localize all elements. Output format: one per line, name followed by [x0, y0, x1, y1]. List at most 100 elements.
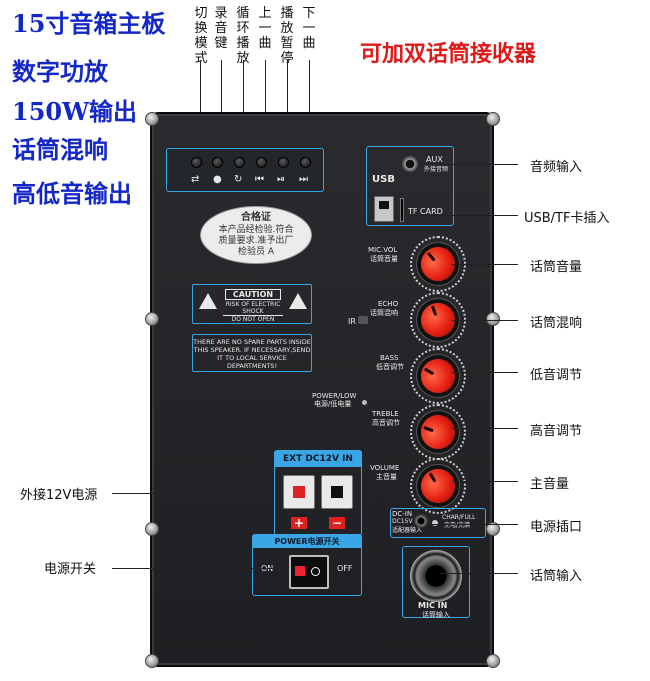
knob-label-volume: VOLUME	[370, 464, 400, 472]
plus-sign: +	[291, 517, 307, 529]
knob-sub-mic-vol: 话筒音量	[370, 255, 398, 263]
dc-in-sub: DC15V IN	[392, 518, 421, 525]
feature-echo: 话筒混响	[12, 135, 108, 164]
knob-scale	[410, 348, 466, 404]
control-button-strip: ⇄ ● ↻ ⏮ ⏯ ⏭	[166, 148, 324, 192]
label-next: 下一曲	[302, 6, 316, 51]
ext-dc12v-title: EXT DC12V IN	[275, 451, 361, 467]
caution-title: CAUTION	[225, 289, 281, 300]
knob-sub-volume: 主音量	[376, 473, 397, 481]
callout-audio-input: 音频输入	[530, 160, 583, 175]
screw-icon	[145, 522, 159, 536]
charge-label: CHAR/FULL	[442, 514, 476, 521]
callout-bass: 低音调节	[530, 368, 583, 383]
callout-line	[420, 164, 518, 165]
media-input-frame	[366, 146, 454, 226]
off-marker-icon	[311, 567, 320, 576]
knob-pointer	[423, 425, 434, 433]
ext-dc12v-terminal-box: EXT DC12V IN + −	[274, 450, 362, 536]
dc-in-sub2: 适配器输入	[392, 527, 423, 534]
usb-label: USB	[372, 174, 395, 185]
dc-in-title: DC-IN	[392, 510, 413, 518]
aux-jack[interactable]	[402, 156, 418, 172]
on-label: ON	[261, 565, 273, 573]
next-button[interactable]	[300, 157, 311, 168]
knob-sub-treble: 高音调节	[372, 419, 400, 427]
mic-in-sub-label: 话筒输入	[422, 611, 450, 619]
knob-label-echo: ECHO	[378, 300, 399, 308]
label-mode: 切换模式	[194, 6, 208, 66]
feature-amp: 数字功放	[12, 57, 108, 86]
callout-power-socket: 电源插口	[530, 520, 583, 535]
callout-line	[440, 573, 518, 574]
play-pause-icon: ⏯	[277, 174, 285, 185]
screw-icon	[145, 312, 159, 326]
screw-icon	[486, 312, 500, 326]
power-led	[362, 400, 367, 405]
callout-line	[452, 264, 518, 265]
loop-icon: ↻	[234, 174, 243, 185]
knob-sub-bass: 低音调节	[376, 363, 404, 371]
service-warning: THERE ARE NO SPARE PARTS INSIDE THIS SPE…	[192, 334, 312, 372]
certificate-sticker: 合格证 本产品经检验.符合 质量要求.准予出厂 检验员 A	[200, 206, 312, 264]
callout-power-switch: 电源开关	[44, 562, 97, 577]
callout-line	[432, 524, 518, 525]
power-rocker-switch[interactable]	[289, 555, 329, 589]
sticker-text: 本产品经检验.符合 质量要求.准予出厂 检验员 A	[218, 225, 294, 257]
screw-icon	[486, 654, 500, 668]
knob-label-mic-vol: MIC.VOL	[368, 246, 398, 254]
callout-line	[410, 215, 518, 216]
charge-sub-label: 充电/充满	[444, 522, 471, 529]
loop-button[interactable]	[234, 157, 245, 168]
screw-icon	[145, 654, 159, 668]
caution-box: CAUTION RISK OF ELECTRIC SHOCK DO NOT OP…	[192, 284, 312, 324]
callout-echo: 话筒混响	[530, 316, 583, 331]
terminal-red-clip-icon	[293, 486, 305, 498]
knob-label-treble: TREBLE	[372, 410, 399, 418]
next-icon: ⏭	[299, 174, 308, 185]
sticker-title: 合格证	[241, 212, 271, 223]
usb-port[interactable]	[374, 196, 394, 222]
label-loop: 循环播放	[236, 6, 250, 66]
ir-label: IR	[348, 317, 356, 326]
knob-sub-echo: 话筒混响	[370, 309, 398, 317]
mic-in-box	[402, 546, 470, 618]
callout-mic-volume: 话筒音量	[530, 260, 583, 275]
callout-line	[452, 481, 518, 482]
callout-master-volume: 主音量	[530, 477, 570, 492]
play-pause-button[interactable]	[278, 157, 289, 168]
aux-label: AUX	[426, 155, 443, 164]
prev-button[interactable]	[256, 157, 267, 168]
warning-triangle-icon	[199, 293, 217, 309]
minus-sign: −	[329, 517, 345, 529]
knob-pointer	[424, 367, 435, 376]
amplifier-panel: ⇄ ● ↻ ⏮ ⏯ ⏭ 合格证 本产品经检验.符合 质量要求.准予出厂 检验员 …	[145, 112, 500, 668]
dc-power-jack[interactable]	[414, 514, 428, 528]
callout-usb-tf: USB/TF卡插入	[524, 211, 610, 226]
mic-in-label: MIC IN	[418, 601, 448, 610]
callout-treble: 高音调节	[530, 424, 583, 439]
callout-line	[452, 428, 518, 429]
prev-icon: ⏮	[255, 174, 264, 185]
negative-terminal[interactable]	[321, 475, 353, 509]
caution-foot: DO NOT OPEN	[223, 315, 283, 323]
record-icon: ●	[213, 174, 222, 185]
screw-icon	[486, 522, 500, 536]
record-button[interactable]	[212, 157, 223, 168]
tf-card-label: TF CARD	[408, 207, 443, 216]
positive-terminal[interactable]	[283, 475, 315, 509]
screw-icon	[486, 112, 500, 126]
callout-line	[452, 372, 518, 373]
callout-line	[112, 493, 272, 494]
usb-slot-icon	[379, 201, 389, 209]
warning-triangle-icon	[289, 293, 307, 309]
power-switch-title: POWER电源开关	[253, 535, 361, 548]
label-record: 录音键	[214, 6, 228, 51]
tf-card-slot[interactable]	[400, 198, 404, 222]
mode-button[interactable]	[191, 157, 202, 168]
terminal-black-clip-icon	[331, 486, 343, 498]
mic-input-jack[interactable]	[410, 550, 462, 602]
power-low-label: POWER/LOW	[312, 392, 357, 400]
feature-bass: 高低音输出	[12, 179, 132, 208]
ir-receiver	[358, 316, 368, 324]
